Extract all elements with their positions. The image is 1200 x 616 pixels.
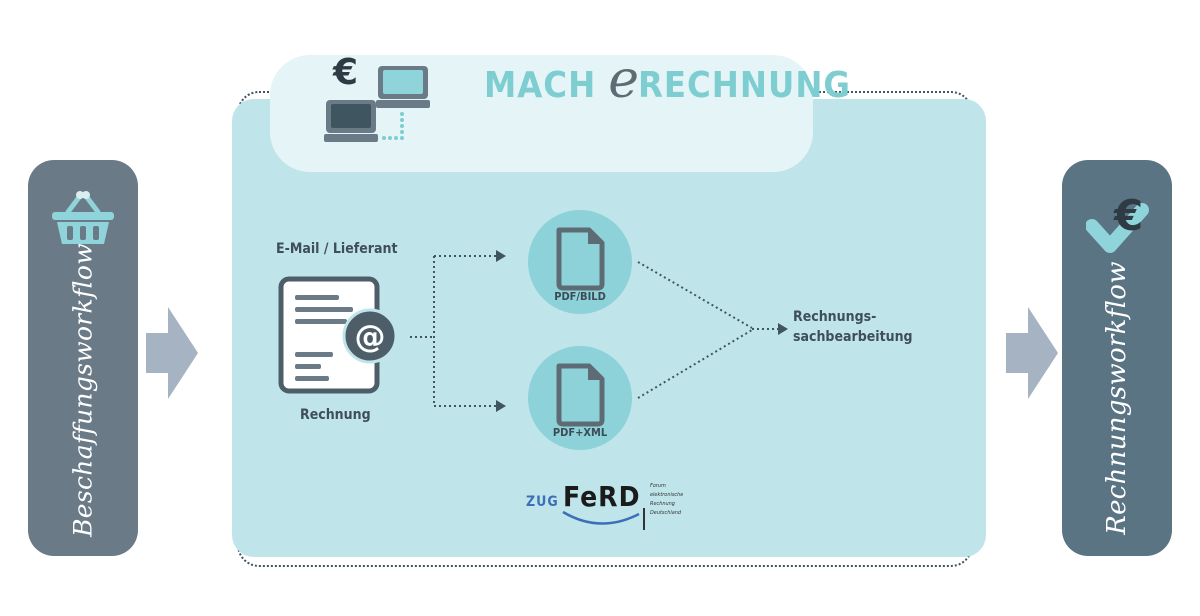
invoice-workflow-panel: € Rechnungsworkflow xyxy=(1062,160,1172,556)
at-icon: @ xyxy=(342,308,398,364)
title-suffix: RECHNUNG xyxy=(637,65,851,106)
euro-icon: € xyxy=(1113,191,1143,240)
zugferd-swoosh xyxy=(562,508,645,530)
document-icon: @ xyxy=(278,276,398,394)
forum-line: elektronische xyxy=(650,492,684,498)
computers-icon: € xyxy=(324,52,430,142)
svg-text:€: € xyxy=(1113,191,1143,240)
pdf-image-format-node xyxy=(528,210,632,314)
svg-text:€: € xyxy=(332,52,358,93)
forum-line: Forum xyxy=(650,483,666,489)
title-prefix: MACH xyxy=(484,65,597,106)
zugferd-forum-text: Forum elektronische Rechnung Deutschland xyxy=(650,482,700,518)
checkmark-icon: € xyxy=(1086,191,1149,253)
file-icon xyxy=(556,363,605,427)
arrow-right-icon xyxy=(1006,307,1058,399)
zugferd-prefix: ZUG xyxy=(526,494,559,510)
title-e: e xyxy=(608,50,640,110)
invoice-processing-line1: Rechnungs- xyxy=(793,309,877,325)
invoice-label: Rechnung xyxy=(300,407,371,423)
zugferd-main: FeRD xyxy=(563,480,641,513)
file-icon xyxy=(556,227,605,291)
pdf-xml-label: PDF+XML xyxy=(552,426,608,439)
pdf-image-label: PDF/BILD xyxy=(554,290,606,303)
page-title: MACH e RECHNUNG xyxy=(484,50,851,110)
forum-line: Deutschland xyxy=(650,510,682,516)
euro-icon: € xyxy=(332,52,358,93)
pdf-xml-format-node xyxy=(528,346,632,450)
invoice-processing-label: Rechnungs- sachbearbeitung xyxy=(793,307,913,347)
email-supplier-label: E-Mail / Lieferant xyxy=(276,241,398,257)
basket-icon xyxy=(52,191,114,244)
procurement-workflow-panel: Beschaffungsworkflow xyxy=(28,160,138,556)
forum-line: Rechnung xyxy=(650,501,675,507)
svg-text:@: @ xyxy=(355,319,386,355)
arrow-right-icon xyxy=(146,307,198,399)
invoice-processing-line2: sachbearbeitung xyxy=(793,329,913,345)
